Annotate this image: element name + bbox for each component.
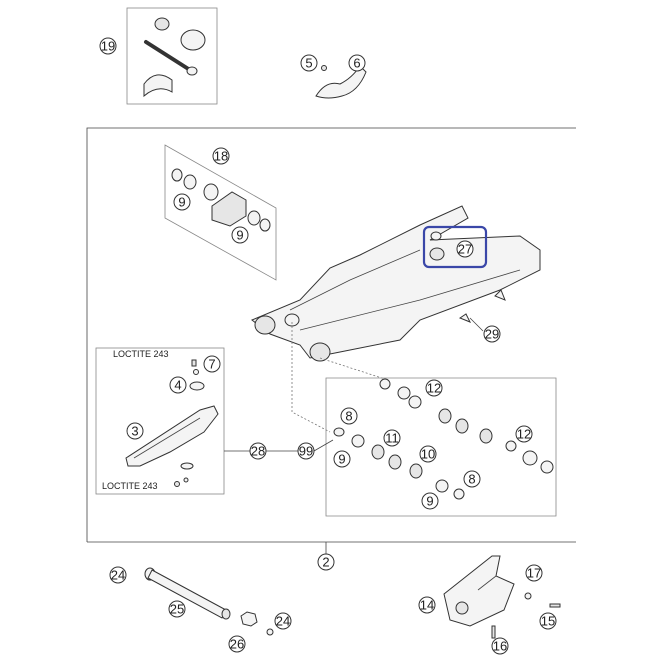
callout-27[interactable]: 27 (456, 240, 474, 258)
callout-6[interactable]: 6 (348, 54, 366, 72)
callout-19[interactable]: 19 (99, 37, 117, 55)
bearing-set-upper (379, 378, 554, 474)
svg-text:9: 9 (236, 228, 243, 243)
callout-9-a[interactable]: 9 (173, 193, 191, 211)
loctite-label-top: LOCTITE 243 (113, 349, 169, 359)
part-7-screw (191, 359, 199, 375)
part-25-axle (144, 567, 231, 620)
callout-29[interactable]: 29 (483, 325, 501, 343)
part-18-bushings (171, 168, 271, 232)
svg-text:9: 9 (338, 452, 345, 467)
svg-text:7: 7 (208, 357, 215, 372)
part-4-washer (189, 381, 205, 391)
callout-8-b[interactable]: 8 (463, 470, 481, 488)
part-24-washer (266, 628, 274, 636)
svg-text:29: 29 (485, 327, 499, 342)
callout-24-a[interactable]: 24 (109, 566, 127, 584)
callout-9-c[interactable]: 9 (333, 450, 351, 468)
callout-25[interactable]: 25 (168, 600, 186, 618)
inset-box-chainslider (95, 347, 225, 495)
svg-text:28: 28 (251, 444, 265, 459)
callout-11[interactable]: 11 (383, 429, 401, 447)
svg-text:11: 11 (385, 431, 399, 446)
dashed-connector-1 (291, 322, 331, 433)
leader-29 (469, 317, 484, 332)
svg-text:9: 9 (178, 195, 185, 210)
callout-16[interactable]: 16 (491, 637, 509, 655)
loctite-label-bottom: LOCTITE 243 (102, 481, 158, 491)
part-14-chain-guide (443, 555, 561, 639)
callout-28[interactable]: 28 (249, 442, 267, 460)
callout-2[interactable]: 2 (317, 553, 335, 571)
svg-text:12: 12 (427, 381, 441, 396)
callout-17[interactable]: 17 (525, 564, 543, 582)
svg-text:24: 24 (111, 568, 125, 583)
callout-26[interactable]: 26 (228, 635, 246, 653)
svg-text:12: 12 (517, 427, 531, 442)
callout-10[interactable]: 10 (419, 445, 437, 463)
callout-9-b[interactable]: 9 (231, 226, 249, 244)
svg-text:2: 2 (322, 555, 329, 570)
frame-line (86, 127, 576, 542)
callout-12-b[interactable]: 12 (515, 425, 533, 443)
callout-4[interactable]: 4 (169, 376, 187, 394)
svg-text:19: 19 (101, 39, 115, 54)
callout-3[interactable]: 3 (126, 422, 144, 440)
part-3-chain-slider (125, 405, 219, 487)
callout-14[interactable]: 14 (418, 596, 436, 614)
callout-12-a[interactable]: 12 (425, 379, 443, 397)
svg-text:10: 10 (421, 447, 435, 462)
callout-99[interactable]: 99 (297, 442, 315, 460)
callout-18[interactable]: 18 (212, 147, 230, 165)
leader-99-right (313, 439, 334, 452)
svg-text:99: 99 (299, 444, 313, 459)
svg-text:18: 18 (214, 149, 228, 164)
inset-box-bearings (325, 377, 557, 517)
inset-box-18 (164, 144, 277, 281)
svg-text:14: 14 (420, 598, 434, 613)
callout-24-b[interactable]: 24 (274, 612, 292, 630)
part-19-bolt (143, 17, 206, 98)
highlight-box-27 (422, 225, 488, 269)
svg-text:15: 15 (541, 614, 555, 629)
svg-text:9: 9 (426, 494, 433, 509)
svg-text:26: 26 (230, 637, 244, 652)
callout-9-d[interactable]: 9 (421, 492, 439, 510)
svg-text:17: 17 (527, 566, 541, 581)
dashed-connector-2 (319, 357, 389, 381)
svg-text:6: 6 (353, 56, 360, 71)
callout-8-a[interactable]: 8 (340, 407, 358, 425)
svg-text:8: 8 (345, 409, 352, 424)
svg-text:16: 16 (493, 639, 507, 654)
svg-text:25: 25 (170, 602, 184, 617)
bearing-set-lower (333, 427, 465, 500)
part-26-nut (240, 611, 258, 627)
svg-text:27: 27 (458, 242, 472, 257)
svg-text:4: 4 (174, 378, 181, 393)
svg-text:5: 5 (305, 56, 312, 71)
svg-text:3: 3 (131, 424, 138, 439)
svg-text:8: 8 (468, 472, 475, 487)
inset-box-19 (126, 7, 218, 105)
svg-text:24: 24 (276, 614, 290, 629)
callout-15[interactable]: 15 (539, 612, 557, 630)
callout-5[interactable]: 5 (300, 54, 318, 72)
callout-7[interactable]: 7 (203, 355, 221, 373)
